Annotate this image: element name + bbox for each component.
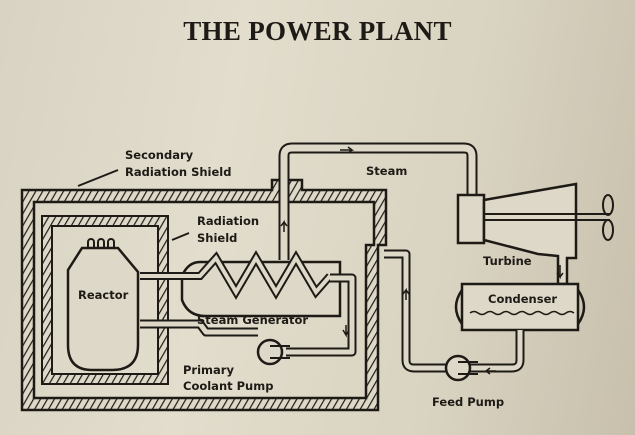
- label-secondary-shield-2: Radiation Shield: [125, 165, 231, 179]
- label-primary-pump-1: Primary: [183, 363, 234, 377]
- leader-arrow-icon: [77, 169, 119, 187]
- turbine: [456, 182, 614, 286]
- flow-arrow-icon: [280, 219, 288, 232]
- label-shield-2: Shield: [197, 231, 237, 245]
- primary-coolant-pump-icon: [256, 338, 284, 366]
- leader-arrow-icon: [171, 232, 190, 241]
- reactor: [66, 238, 140, 372]
- feed-water-pipe: [384, 249, 564, 382]
- label-feed-pump: Feed Pump: [432, 395, 504, 409]
- feed-pump-icon: [444, 354, 472, 382]
- radiation-shield: [41, 215, 169, 385]
- condenser: [454, 282, 586, 332]
- steam-line: [278, 142, 478, 260]
- label-secondary-shield-1: Secondary: [125, 148, 194, 162]
- page-title: THE POWER PLANT: [183, 16, 452, 46]
- control-rods-icon: [87, 238, 115, 248]
- label-steam-generator: Steam Generator: [197, 313, 308, 327]
- label-reactor: Reactor: [78, 288, 129, 302]
- label-primary-pump-2: Coolant Pump: [183, 379, 273, 393]
- label-steam: Steam: [366, 164, 407, 178]
- flow-arrow-icon: [342, 325, 350, 338]
- secondary-radiation-shield: [20, 178, 388, 412]
- label-condenser: Condenser: [488, 292, 557, 306]
- flow-arrow-icon: [556, 265, 564, 280]
- flow-arrow-icon: [483, 367, 496, 375]
- flow-arrow-icon: [402, 287, 410, 300]
- primary-loop-pipe: [140, 273, 357, 366]
- label-turbine: Turbine: [483, 254, 532, 268]
- propeller-icon: [602, 194, 614, 216]
- flow-arrow-icon: [340, 146, 355, 154]
- steam-generator: [140, 250, 342, 318]
- label-shield-1: Radiation: [197, 214, 259, 228]
